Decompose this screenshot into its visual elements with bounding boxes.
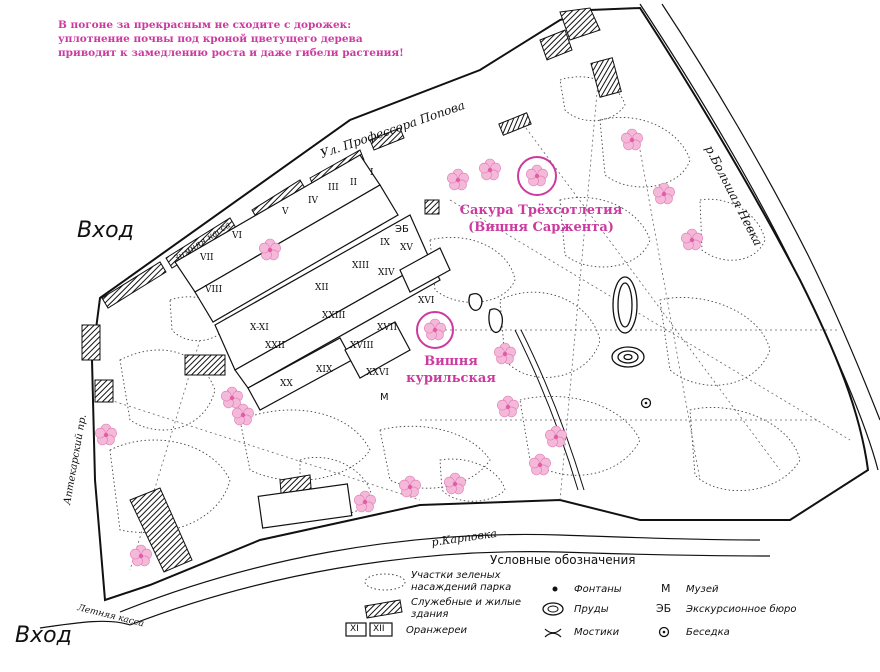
warning-note-line: приводит к замедлению роста и даже гибел… <box>58 47 404 59</box>
legend-museum-key: М <box>661 582 671 595</box>
greenhouse-label: XII <box>315 283 329 293</box>
legend-title: Условные обозначения <box>490 553 636 567</box>
fountain-icon <box>552 586 558 592</box>
warning-note-line: уплотнение почвы под кроной цветущего де… <box>58 33 363 45</box>
greenhouse-label: XXIII <box>322 311 346 321</box>
legend-greenhouse-sample-2: XII <box>373 624 385 634</box>
greenhouse-label: III <box>328 183 339 193</box>
greenhouse-complex <box>174 154 451 529</box>
legend-greenhouse-swatch-2 <box>369 622 393 637</box>
legend-eb-key: ЭБ <box>656 602 672 615</box>
greenhouse-label: V <box>281 207 289 217</box>
sakura-label: Сакура Трёхсотлетия (Вишня Саржента) <box>456 202 626 236</box>
river-karpovka-label: р.Карповка <box>431 527 498 549</box>
entrance-bottom-label: Вход <box>15 623 72 648</box>
greenhouse-label: XXII <box>265 341 285 351</box>
legend-green-line: Участки зеленых <box>411 570 501 581</box>
greenhouse-labels: I II III IV V VI VII VIII IX X-XI XII XI… <box>199 168 435 389</box>
legend-green-swatch <box>364 573 406 591</box>
greenhouse-label: IV <box>308 196 319 206</box>
park-paths <box>109 59 851 571</box>
legend-gazebo: Беседка <box>686 627 730 638</box>
legend-greenhouse-sample-1: XI <box>350 624 359 634</box>
greenhouse-label: X-XI <box>250 323 269 333</box>
sakura-label-line: (Вишня Саржента) <box>468 220 614 235</box>
greenhouse-label: XVIII <box>350 341 374 351</box>
ponds <box>468 276 645 368</box>
river-karpovka <box>39 533 771 629</box>
vishnya-circle <box>416 311 454 349</box>
greenhouse-label: IX <box>380 238 391 248</box>
warning-note-line: В погоне за прекрасным не сходите с доро… <box>58 19 352 31</box>
museum-mark: М <box>380 392 389 403</box>
legend-symbols <box>345 573 670 638</box>
greenhouse-label: XVII <box>377 323 397 333</box>
legend-green-line: насаждений парка <box>411 582 512 593</box>
legend-buildings: Служебные и жилые здания <box>411 597 521 621</box>
legend-greenhouses: Оранжереи <box>406 625 468 636</box>
bridge-icon <box>544 628 562 638</box>
map-marks: ЭБ М <box>380 224 409 403</box>
entrance-top-label: Вход <box>77 218 134 243</box>
legend-buildings-line: здания <box>411 609 449 620</box>
eb-mark: ЭБ <box>395 224 409 235</box>
vishnya-label-line: Вишня <box>424 354 478 369</box>
legend-eb: Экскурсионное бюро <box>686 604 797 615</box>
greenhouse-label: XIX <box>316 365 333 375</box>
legend-building-swatch <box>364 599 403 619</box>
legend-bridges: Мостики <box>574 627 620 638</box>
warning-note: В погоне за прекрасным не сходите с доро… <box>58 18 418 60</box>
greenhouse-label: XIII <box>352 261 370 271</box>
greenhouse-label: XVI <box>418 296 435 306</box>
canal <box>514 329 585 491</box>
legend-buildings-line: Служебные и жилые <box>411 597 522 608</box>
legend-museum: Музей <box>686 584 719 595</box>
vishnya-label: Вишня курильская <box>396 353 506 387</box>
legend-green: Участки зеленых насаждений парка <box>411 570 511 594</box>
greenhouse-label: XV <box>400 243 413 253</box>
greenhouse-label: VI <box>231 231 242 241</box>
sakura-circle <box>517 156 557 196</box>
legend-fountains: Фонтаны <box>574 584 622 595</box>
greenhouse-label: XXVI <box>366 368 389 378</box>
pond-icon <box>542 602 564 616</box>
greenhouse-label: II <box>350 178 358 188</box>
vishnya-label-line: курильская <box>406 371 496 386</box>
greenhouse-label: VIII <box>204 285 223 295</box>
legend-greenhouse-swatch-1 <box>345 622 367 637</box>
gazebo <box>640 397 652 409</box>
sakura-label-line: Сакура Трёхсотлетия <box>459 203 623 218</box>
greenhouse-label: XX <box>280 379 293 389</box>
greenhouse-label: VII <box>199 253 214 263</box>
street-aptekarsky: Аптекарский пр. <box>62 414 89 507</box>
greenhouse-label: I <box>370 168 374 178</box>
pond-icon-inner <box>547 605 559 613</box>
legend-ponds: Пруды <box>574 604 609 615</box>
highlight-circles <box>416 156 557 349</box>
greenhouse-label: XIV <box>378 268 395 278</box>
